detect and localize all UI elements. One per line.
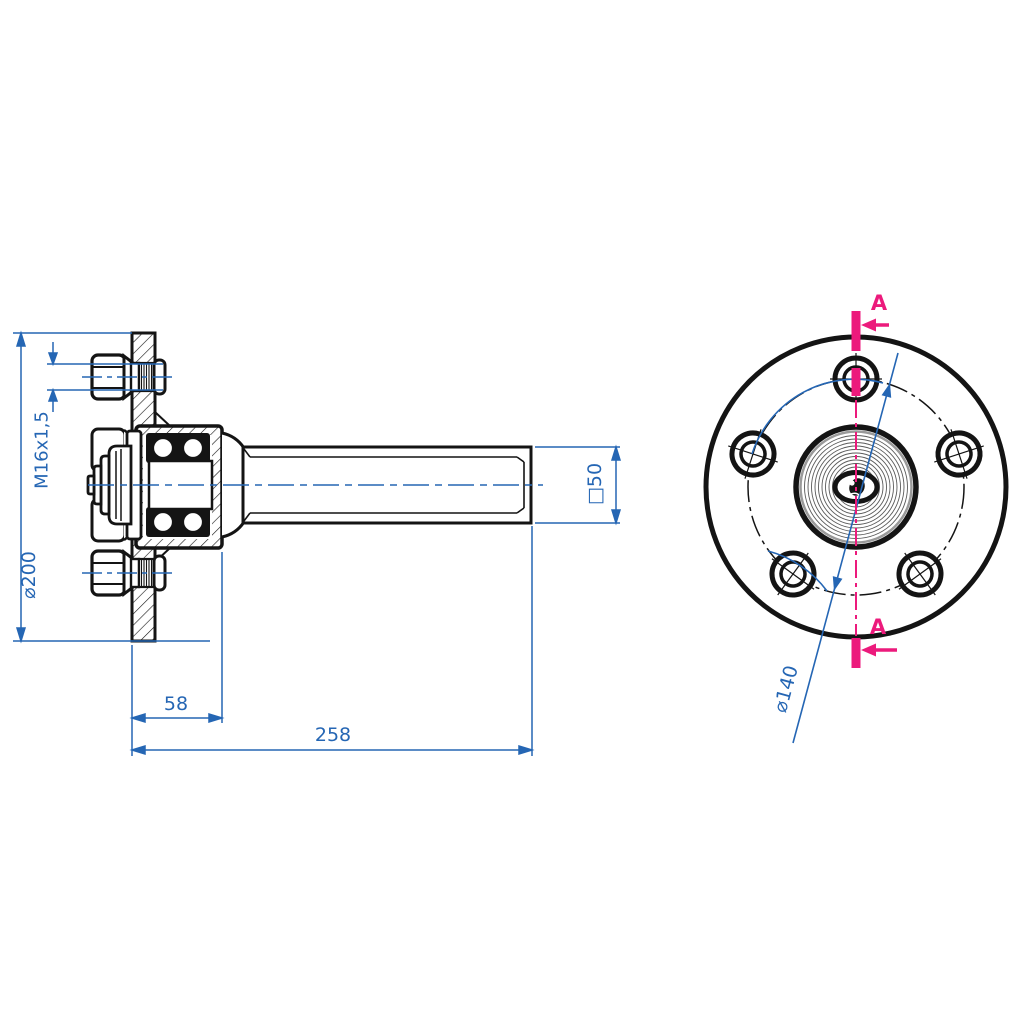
- dim-overall-length: [129, 526, 535, 756]
- dim-label-hub-depth: 58: [163, 693, 189, 715]
- dim-flange-diameter: [13, 330, 210, 644]
- bolt-hole-lower-right: [896, 550, 944, 598]
- dim-tube-size: [535, 444, 622, 526]
- bearing-bottom: [146, 507, 210, 537]
- bearing-top: [146, 433, 210, 463]
- section-label-bottom: A: [869, 615, 887, 639]
- side-section-view: [86, 331, 533, 643]
- dimension-lines: [13, 330, 899, 756]
- bolt-hole-lower-left: [769, 550, 817, 598]
- bolt-hole-upper-right: [934, 429, 984, 479]
- fillet-top: [154, 411, 171, 427]
- dim-label-tube-size: □50: [584, 462, 606, 506]
- dim-label-flange-diameter: ⌀200: [18, 551, 40, 599]
- dim-label-stud-thread: M16x1,5: [31, 411, 53, 489]
- dim-bolt-circle: [751, 352, 899, 744]
- hub-body: [133, 424, 224, 550]
- section-line-AA: [851, 311, 897, 668]
- dim-stud-thread: [47, 342, 163, 412]
- section-arrow-top: [861, 318, 889, 332]
- dim-hub-depth: [129, 552, 225, 756]
- section-arrow-bottom: [861, 643, 897, 657]
- section-label-top: A: [870, 291, 888, 315]
- dim-label-overall-length: 258: [314, 724, 352, 746]
- bolt-hole-upper-left: [728, 429, 778, 479]
